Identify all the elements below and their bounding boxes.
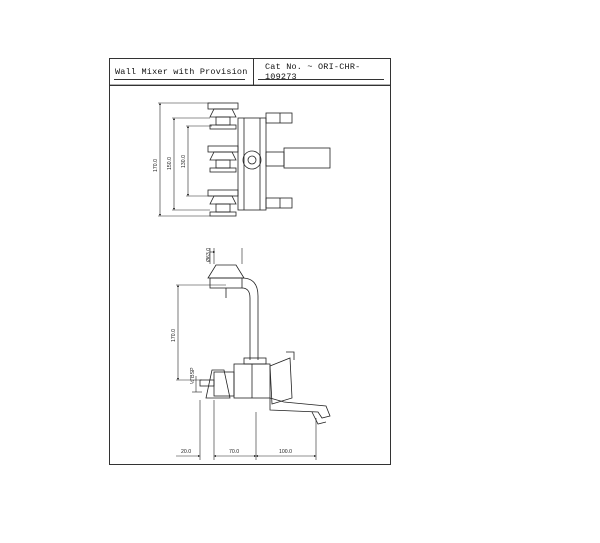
dim-label-front-inner: 150.0 [167,157,173,170]
wall-flange [199,369,235,399]
middle-inlet [207,145,331,173]
dim-label-front-overall: 170.0 [153,159,159,172]
side-lever [269,357,293,405]
dim-label-base: 20.0 [181,449,191,455]
top-inlet [207,102,293,130]
riser-pipe-outer [241,277,259,360]
diverter-ring [242,150,262,170]
product-title: Wall Mixer with Provision [115,67,248,77]
top-flange [207,264,245,298]
catalog-number-cell: Cat No. ~ ORI-CHR-109273 [253,59,392,85]
lever-handle [283,147,331,169]
dim-label-flange: Ø63.0 [206,248,212,262]
side-dimensions [176,248,317,460]
bottom-inlet [207,189,293,217]
front-dimensions [158,102,212,217]
riser-pipe-inner [241,287,251,360]
product-title-cell: Wall Mixer with Provision [110,59,253,85]
catalog-underline [258,79,384,80]
catalog-number: Cat No. ~ ORI-CHR-109273 [265,62,361,82]
title-block: Wall Mixer with Provision Cat No. ~ ORI-… [110,59,390,86]
title-underline [114,79,245,80]
dim-label-body: 70.0 [229,449,239,455]
drawing-sheet: Wall Mixer with Provision Cat No. ~ ORI-… [109,58,391,465]
side-view [199,264,331,425]
dim-label-side-height: 170.0 [171,329,177,342]
dim-label-spout: 100.0 [279,449,292,455]
dim-label-inlet: ½"BSP [189,367,196,384]
front-view [207,102,331,217]
dim-label-front-center: 130.0 [181,155,187,168]
spout [269,397,331,419]
